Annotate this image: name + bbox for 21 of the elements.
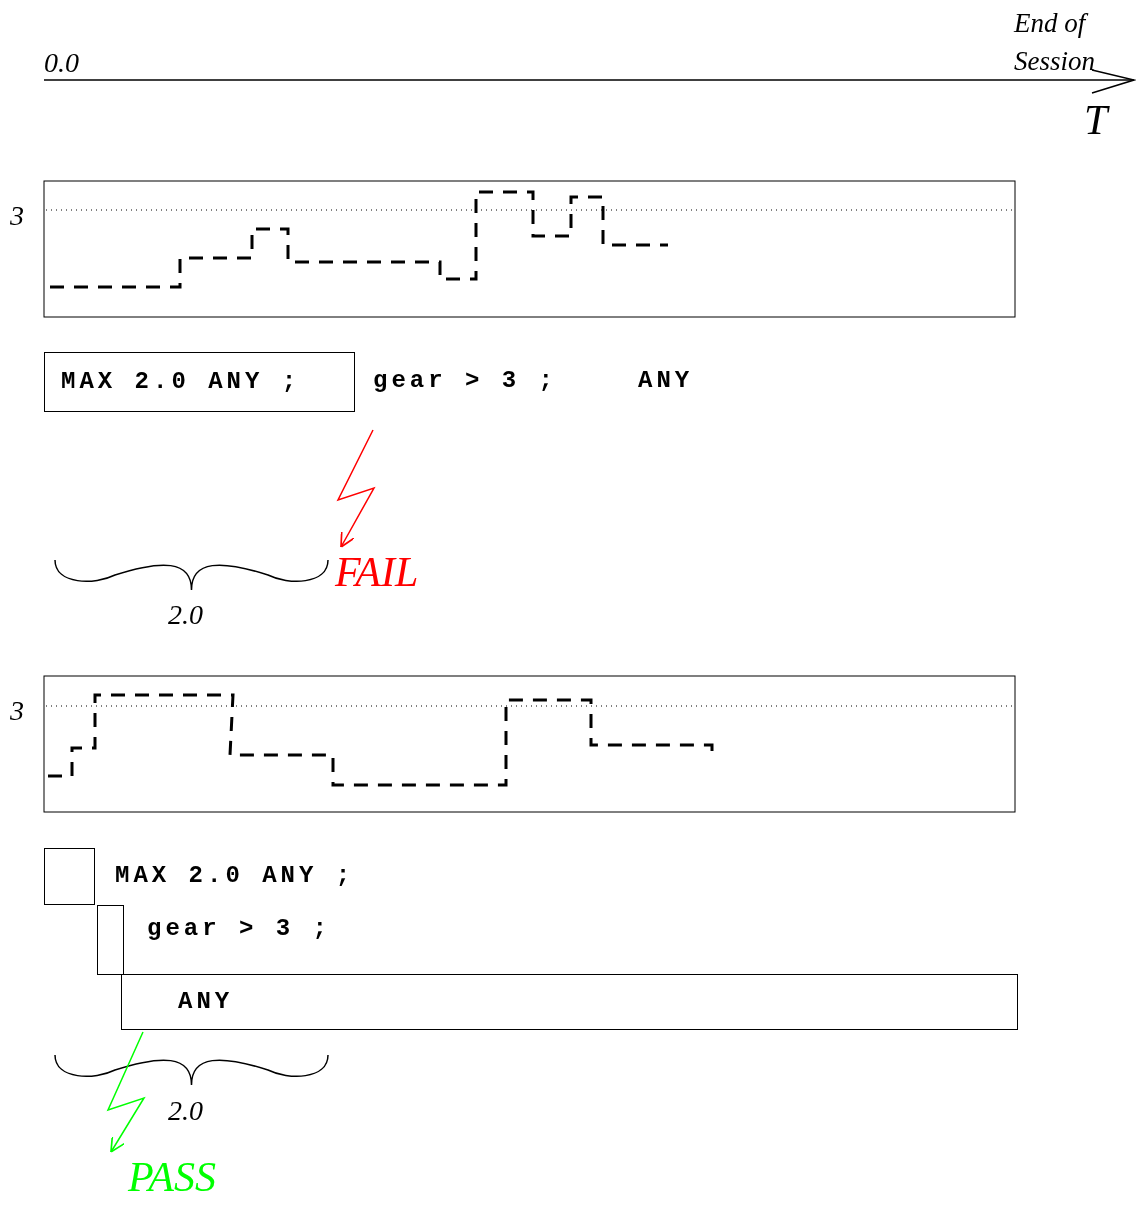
axis-label: T — [1084, 96, 1108, 144]
axis-label: 0.0 — [44, 46, 79, 80]
code-text: gear > 3 ; — [147, 914, 332, 944]
code-box — [44, 352, 355, 412]
code-text: ANY — [638, 363, 694, 399]
axis-label: 2.0 — [168, 1094, 203, 1128]
verdict-text: PASS — [128, 1155, 216, 1199]
verdict-text: FAIL — [335, 550, 419, 594]
empty-box — [97, 905, 124, 975]
code-text: gear > 3 ; — [373, 363, 558, 399]
code-text: MAX 2.0 ANY ; — [61, 367, 301, 397]
axis-label: 3 — [10, 694, 24, 728]
axis-label: 3 — [10, 199, 24, 233]
axis-label: 2.0 — [168, 598, 203, 632]
axis-label: End of Session — [1014, 7, 1096, 78]
code-box — [121, 974, 1018, 1030]
code-text: ANY — [178, 987, 234, 1017]
empty-box — [44, 848, 95, 905]
lightning-arrow — [336, 429, 376, 548]
code-text: MAX 2.0 ANY ; — [115, 861, 355, 891]
lightning-arrow — [106, 1031, 146, 1153]
